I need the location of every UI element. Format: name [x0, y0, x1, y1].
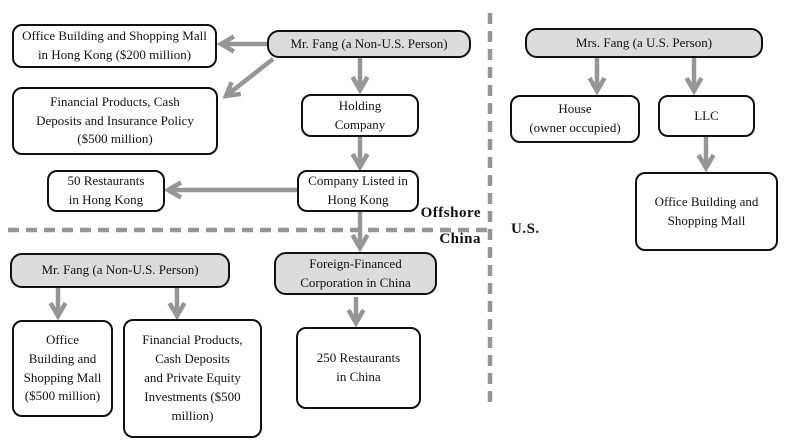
node-financial-insurance: Financial Products, Cash Deposits and In… [12, 87, 218, 155]
node-foreign-financed-corp: Foreign-Financed Corporation in China [274, 252, 437, 295]
node-mrs-fang: Mrs. Fang (a U.S. Person) [525, 28, 763, 58]
arrow-llc-to-office-us [696, 137, 716, 173]
node-office-mall-hk: Office Building and Shopping Mall in Hon… [12, 24, 217, 68]
label-china: China [439, 231, 481, 247]
node-llc: LLC [658, 95, 755, 137]
arrow-listed-to-foreign-financed [350, 212, 370, 253]
arrow-mrfang-to-financial-insurance [222, 57, 275, 99]
arrow-mrfang2-to-financial-pe [167, 288, 187, 321]
node-mr-fang-bottom: Mr. Fang (a Non-U.S. Person) [10, 253, 230, 288]
node-holding-company: Holding Company [301, 94, 419, 137]
node-mr-fang-top: Mr. Fang (a Non-U.S. Person) [267, 30, 471, 58]
arrow-mrfang2-to-office-500 [48, 288, 68, 321]
arrow-foreign-financed-to-restaurants-china [346, 297, 366, 328]
arrow-mrfang-to-holding [350, 58, 370, 95]
node-restaurants-hk: 50 Restaurants in Hong Kong [47, 170, 165, 212]
label-us: U.S. [511, 221, 540, 237]
arrow-mrfang-to-office-hk [216, 34, 267, 54]
arrow-mrsfang-to-llc [684, 58, 704, 96]
arrow-listed-to-restaurants-hk [163, 180, 302, 200]
arrow-mrsfang-to-house [587, 58, 607, 96]
node-office-mall-500: Office Building and Shopping Mall ($500 … [12, 320, 113, 417]
node-office-mall-us: Office Building and Shopping Mall [635, 172, 778, 251]
arrow-holding-to-listed [350, 137, 370, 172]
node-financial-pe: Financial Products, Cash Deposits and Pr… [123, 319, 262, 438]
node-restaurants-china: 250 Restaurants in China [296, 327, 421, 409]
node-listed-company: Company Listed in Hong Kong [297, 170, 419, 212]
node-house: House (owner occupied) [510, 95, 640, 143]
label-offshore: Offshore [420, 205, 481, 221]
